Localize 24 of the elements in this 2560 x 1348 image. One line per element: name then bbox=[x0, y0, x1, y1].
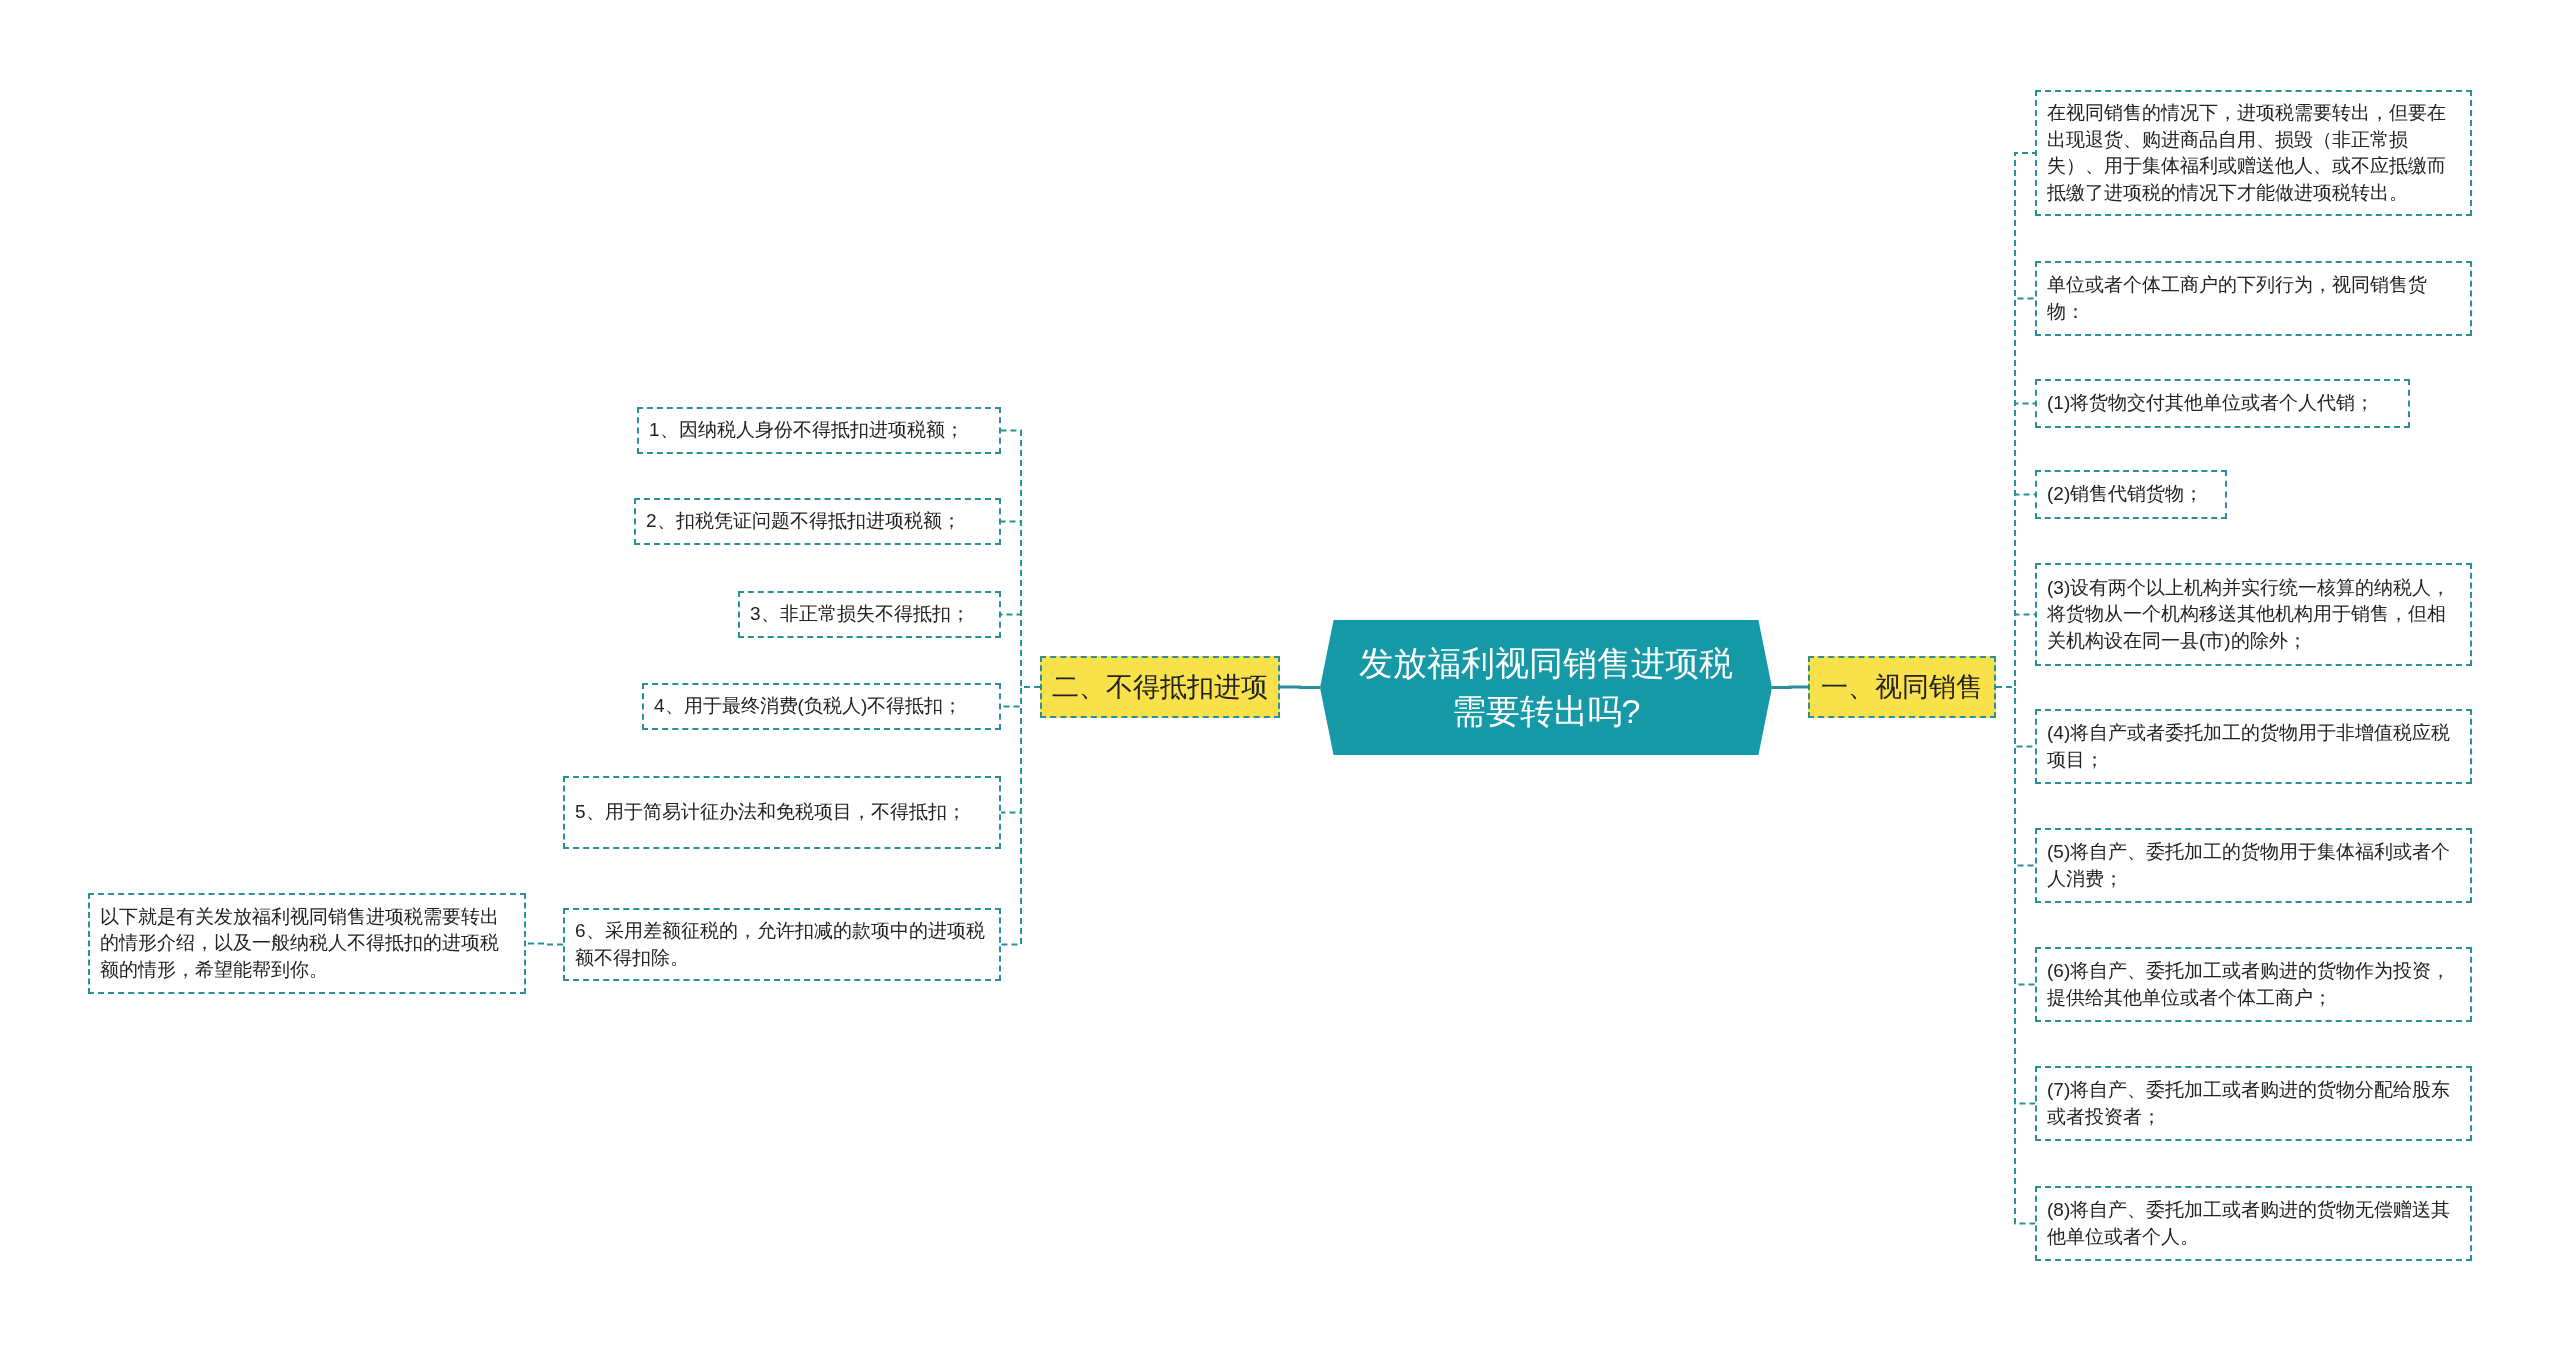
connector-line bbox=[1000, 686, 1041, 946]
text-box: (6)将自产、委托加工或者购进的货物作为投资，提供给其他单位或者个体工商户； bbox=[2035, 947, 2472, 1022]
text-box: (7)将自产、委托加工或者购进的货物分配给股东或者投资者； bbox=[2035, 1066, 2472, 1141]
connector-line bbox=[1280, 685, 1320, 689]
text-box: (1)将货物交付其他单位或者个人代销； bbox=[2035, 379, 2410, 428]
text-box: 以下就是有关发放福利视同销售进项税需要转出的情形介绍，以及一般纳税人不得抵扣的进项税额的情形，希望能帮到你。 bbox=[88, 893, 526, 994]
text-box: (4)将自产或者委托加工的货物用于非增值税应税项目； bbox=[2035, 709, 2472, 784]
text-box: (2)销售代销货物； bbox=[2035, 470, 2227, 519]
text-box: 3、非正常损失不得抵扣； bbox=[738, 591, 1001, 638]
text-box: (8)将自产、委托加工或者购进的货物无偿赠送其他单位或者个人。 bbox=[2035, 1186, 2472, 1261]
text-box: 单位或者个体工商户的下列行为，视同销售货物： bbox=[2035, 261, 2472, 336]
text-box: (3)设有两个以上机构并实行统一核算的纳税人，将货物从一个机构移送其他机构用于销售，但相关机构设在同一县(市)的除外； bbox=[2035, 563, 2472, 666]
text-box: 在视同销售的情况下，进项税需要转出，但要在出现退货、购进商品自用、损毁（非正常损失）、用于集体福利或赠送他人、或不应抵缴而抵缴了进项税的情况下才能做进项税转出。 bbox=[2035, 90, 2472, 217]
text-box: 2、扣税凭证问题不得抵扣进项税额； bbox=[634, 498, 1001, 545]
text-box: 5、用于简易计征办法和免税项目，不得抵扣； bbox=[563, 776, 1001, 849]
text-box: 6、采用差额征税的，允许扣减的款项中的进项税额不得扣除。 bbox=[563, 908, 1001, 982]
text-box: (5)将自产、委托加工的货物用于集体福利或者个人消费； bbox=[2035, 828, 2472, 903]
text-box: 4、用于最终消费(负税人)不得抵扣； bbox=[642, 683, 1001, 730]
text-box: 1、因纳税人身份不得抵扣进项税额； bbox=[637, 407, 1001, 454]
connector-line bbox=[1772, 685, 1808, 689]
branch-topic-box: 二、不得抵扣进项 bbox=[1040, 656, 1280, 718]
central-topic-hexagon: 发放福利视同销售进项税需要转出吗? bbox=[1320, 620, 1772, 755]
connector-line bbox=[525, 942, 564, 946]
branch-topic-box: 一、视同销售 bbox=[1808, 656, 1996, 718]
